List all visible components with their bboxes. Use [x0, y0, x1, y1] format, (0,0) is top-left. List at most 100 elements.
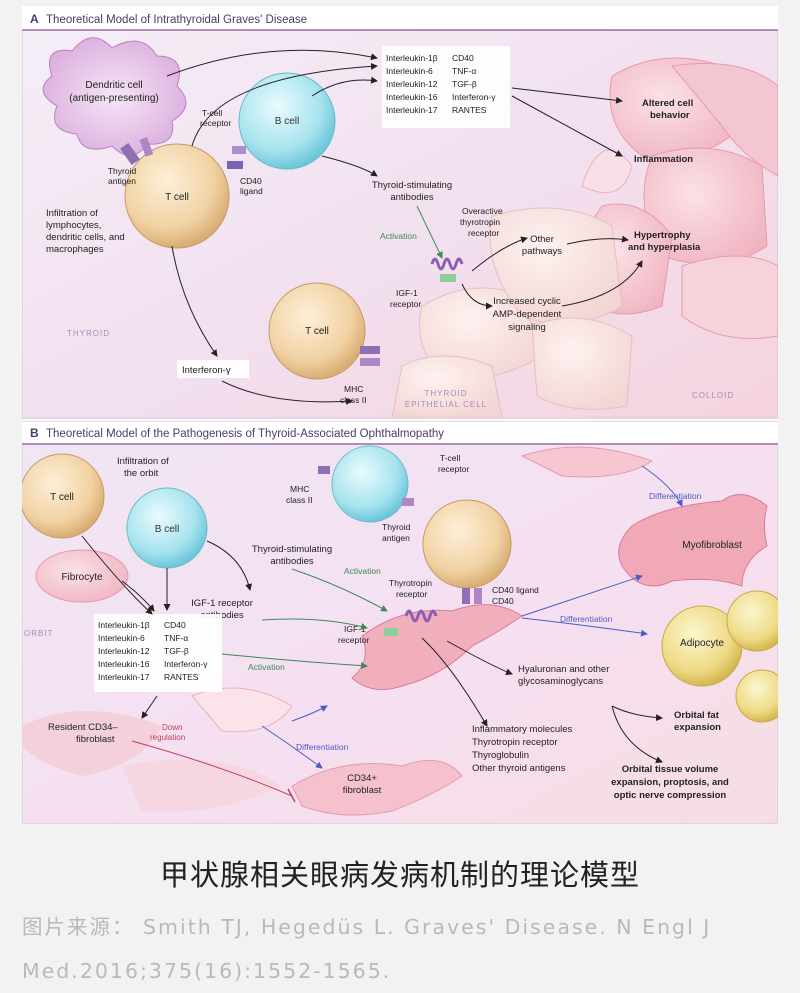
camp-label: Increased cyclic	[493, 296, 561, 307]
infiltration-b-label-2: the orbit	[124, 468, 159, 479]
arrows-b	[81, 535, 663, 764]
inflammation-label: Inflammation	[634, 154, 693, 165]
arrows-a	[166, 49, 643, 405]
t-cell-receptor-b-label: T-cell	[440, 453, 460, 463]
mhc-a-label: MHC	[344, 384, 363, 394]
cytokine-a-l4: Interleukin-16	[386, 92, 438, 102]
other-pathways-label: Other	[530, 234, 554, 245]
thyrotropin-receptor-a	[430, 257, 464, 282]
orbital-tissue-label-2: expansion, proptosis, and	[611, 777, 729, 788]
activation-b-1: Activation	[344, 566, 381, 576]
t-cell-a-2: T cell	[268, 282, 380, 380]
dendritic-cell: Dendritic cell (antigen-presenting)	[42, 37, 187, 156]
epithelial-label-2: EPITHELIAL CELL	[405, 400, 487, 409]
cd40-ligand-label: CD40	[240, 176, 262, 186]
orbit-region-label: ORBIT	[24, 629, 53, 638]
overactive-label-2: thyrotropin	[460, 217, 500, 227]
overactive-label-3: receptor	[468, 228, 499, 238]
dendritic-cell-label: Dendritic cell	[85, 80, 142, 91]
cytokine-b-l1: Interleukin-1β	[98, 620, 150, 630]
cytokine-b-r4: Interferon-γ	[164, 659, 208, 669]
inflammatory-line-4: Other thyroid antigens	[472, 763, 566, 774]
thyroid-antigen-label: Thyroid	[108, 166, 137, 176]
panel-b: B Theoretical Model of the Pathogenesis …	[19, 421, 789, 825]
cytokine-b-l5: Interleukin-17	[98, 672, 150, 682]
cd40-ligand-b-label: CD40 ligand	[492, 585, 539, 595]
panel-a-title: Theoretical Model of Intrathyroidal Grav…	[46, 14, 307, 26]
altered-cell-label: Altered cell	[642, 98, 693, 109]
inflammatory-list: Inflammatory molecules Thyrotropin recep…	[472, 724, 573, 774]
orbital-tissue-label: Orbital tissue volume	[622, 764, 719, 775]
down-regulation-label-2: regulation	[150, 733, 185, 742]
thyroid-epithelial-cells	[391, 57, 779, 419]
cd34-fibroblast-cell: CD34+ fibroblast	[291, 759, 463, 816]
thyrotropin-b-label-2: receptor	[396, 589, 427, 599]
t-cell-b-2	[422, 499, 512, 604]
cd34-fibroblast-label-2: fibroblast	[343, 785, 382, 796]
orbital-fat-label: Orbital fat	[674, 710, 720, 721]
b-cell-b-label: B cell	[155, 524, 179, 535]
thyroid-antigen-b-label: Thyroid	[382, 522, 411, 532]
infiltration-line-2: lymphocytes,	[46, 220, 101, 231]
igf-receptor-b-label-2: receptor	[338, 635, 369, 645]
t-cell-a: T cell	[120, 137, 246, 249]
cytokine-b-l2: Interleukin-6	[98, 633, 145, 643]
tsab-b-label-2: antibodies	[270, 556, 314, 567]
cd40-b-label: CD40	[492, 596, 514, 606]
cytokine-a-r2: TNF-α	[452, 66, 476, 76]
down-regulation-line	[131, 740, 293, 797]
adipocyte-label: Adipocyte	[680, 638, 724, 649]
thyroid-antigen-label-2: antigen	[108, 176, 136, 186]
t-cell-b-label: T cell	[50, 492, 74, 503]
activation-b-2: Activation	[248, 662, 285, 672]
inflammatory-line-2: Thyrotropin receptor	[472, 737, 558, 748]
panel-b-title: Theoretical Model of the Pathogenesis of…	[46, 428, 444, 440]
cytokine-box-a: Interleukin-1β Interleukin-6 Interleukin…	[382, 46, 510, 128]
cytokine-b-r3: TGF-β	[164, 646, 189, 656]
dendritic-cell-sublabel: (antigen-presenting)	[69, 93, 159, 104]
orbital-fibroblast-cell	[351, 604, 523, 691]
panel-a-letter: A	[30, 12, 39, 26]
hypertrophy-label-2: and hyperplasia	[628, 242, 701, 253]
infiltration-line-3: dendritic cells, and	[46, 232, 125, 243]
fibrocyte-cell: Fibrocyte	[35, 549, 129, 603]
cd40-ligand-label-2: ligand	[240, 186, 263, 196]
tsab-b-label: Thyroid-stimulating	[252, 544, 332, 555]
infiltration-line-4: macrophages	[46, 244, 104, 255]
t-cell-receptor-b-label-2: receptor	[438, 464, 469, 474]
inflammatory-line-1: Inflammatory molecules	[472, 724, 573, 735]
interferon-label: Interferon-γ	[182, 365, 231, 376]
infiltration-b-label: Infiltration of	[117, 456, 169, 467]
cd34-fibroblast-label: CD34+	[347, 773, 377, 784]
b-cell-a-label: B cell	[275, 116, 299, 127]
activation-a-label: Activation	[380, 231, 417, 241]
igf-receptor-b-label: IGF-1	[344, 624, 366, 634]
igf-receptor-a-label: IGF-1	[396, 288, 418, 298]
cytokine-b-l4: Interleukin-16	[98, 659, 150, 669]
orbital-fat-label-2: expansion	[674, 722, 721, 733]
cytokine-a-r3: TGF-β	[452, 79, 477, 89]
camp-label-2: AMP-dependent	[493, 309, 562, 320]
epithelial-label: THYROID	[425, 389, 468, 398]
orbital-tissue-label-3: optic nerve compression	[614, 790, 727, 801]
cytokine-b-r1: CD40	[164, 620, 186, 630]
other-pathways-label-2: pathways	[522, 246, 562, 257]
b-cell-b-top	[318, 445, 414, 523]
igf-antibodies-label: IGF-1 receptor	[191, 598, 253, 609]
figure-source: 图片来源： Smith TJ, Hegedüs L. Graves' Disea…	[22, 915, 712, 983]
hypertrophy-label: Hypertrophy	[634, 230, 691, 241]
panel-a: A Theoretical Model of Intrathyroidal Gr…	[21, 5, 779, 419]
colloid-label: COLLOID	[692, 391, 734, 400]
cytokine-box-b: Interleukin-1β Interleukin-6 Interleukin…	[94, 614, 222, 692]
panel-b-letter: B	[30, 426, 39, 440]
myofibroblast-cell: Myofibroblast	[618, 494, 768, 587]
cytokine-b-l3: Interleukin-12	[98, 646, 150, 656]
arrows-b-activation	[221, 568, 388, 670]
adipocyte-cells: Adipocyte	[661, 590, 789, 723]
down-regulation-bar	[287, 788, 296, 803]
differentiation-b-3: Differentiation	[296, 742, 349, 752]
hyaluronan-label: Hyaluronan and other	[518, 664, 609, 675]
cytokine-a-l3: Interleukin-12	[386, 79, 438, 89]
t-cell-b: T cell	[19, 453, 105, 539]
t-cell-a-2-label: T cell	[305, 326, 329, 337]
